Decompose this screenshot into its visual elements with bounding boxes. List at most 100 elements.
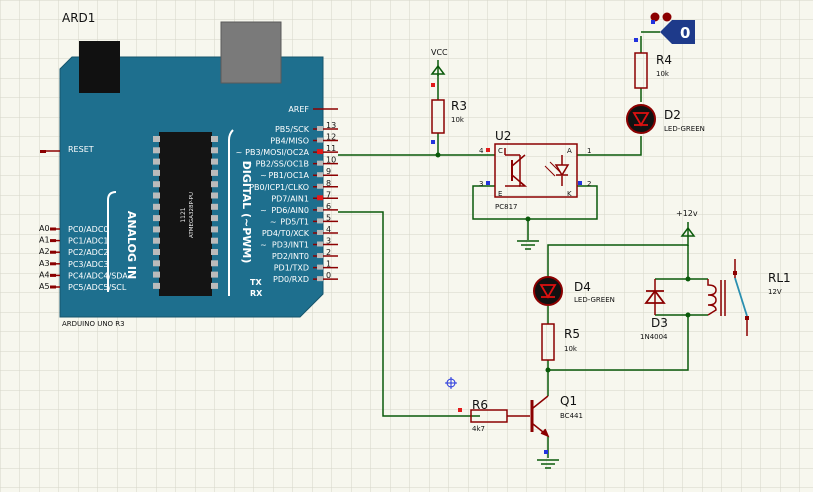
optocoupler-u2[interactable]: U2 PC817 4 3 1 2 C E A K — [479, 129, 591, 211]
arduino-board[interactable]: 1121 ATMEGA328P-PU ANALOG IN DIGITAL (~P… — [39, 21, 338, 318]
chip-pin-right — [211, 169, 218, 176]
chip-pin-left — [153, 181, 160, 188]
arduino-model: ARDUINO UNO R3 — [62, 320, 125, 328]
digital-pin-aref[interactable]: AREF — [288, 105, 338, 114]
analog-pin-name: PC0/ADC0 — [68, 225, 109, 234]
d4-value: LED-GREEN — [574, 296, 615, 304]
chip-pin-right — [211, 271, 218, 278]
digital-pin-name: PD1/TXD — [274, 264, 309, 273]
r6-ref: R6 — [472, 398, 488, 412]
pwm-tilde: ~ — [270, 217, 277, 226]
u2-ref: U2 — [495, 129, 511, 143]
chip-pin-left — [153, 158, 160, 165]
digital-pin-4[interactable]: 4 PD4/T0/XCK — [262, 225, 338, 238]
pwm-tilde: ~ — [260, 206, 267, 215]
reset-pin-marker — [40, 150, 46, 153]
digital-pin-name: AREF — [288, 105, 309, 114]
digital-bracket — [228, 129, 234, 296]
digital-pin-num: 4 — [326, 225, 331, 234]
u2-c: C — [498, 147, 503, 155]
d2-value: LED-GREEN — [664, 125, 705, 133]
pin-marker — [317, 172, 323, 178]
analog-pin-name: PC1/ADC1 — [68, 237, 109, 246]
q1-value: BC441 — [560, 412, 583, 420]
chip-pin-right — [211, 260, 218, 267]
resistor-r6[interactable]: R6 4k7 — [458, 398, 530, 433]
digital-pin-num: 2 — [326, 248, 331, 257]
pin-marker — [317, 253, 323, 259]
chip-pin-left — [153, 192, 160, 199]
power-terminal[interactable]: 0 — [650, 12, 696, 45]
r3-value: 10k — [451, 116, 465, 124]
digital-pin-8[interactable]: 8 PB0/ICP1/CLKO — [249, 179, 338, 192]
digital-pin-name: PD4/T0/XCK — [262, 229, 310, 238]
wire-pin7-r6 — [338, 211, 480, 417]
chip-pin-right — [211, 147, 218, 154]
led-d4[interactable]: D4 LED-GREEN — [533, 276, 615, 306]
chip-pin-left — [153, 271, 160, 278]
resistor-r5[interactable]: R5 10k — [541, 323, 580, 361]
wire-u2e-gnd — [472, 185, 529, 240]
u2-k: K — [567, 190, 572, 198]
transistor-q1[interactable]: Q1 BC441 — [530, 394, 583, 454]
tx-label: TX — [250, 278, 262, 287]
chip-pin-right — [211, 226, 218, 233]
u2-pin4: 4 — [479, 147, 484, 155]
pin-marker — [317, 264, 323, 270]
pin-marker — [317, 183, 323, 189]
q1-ref: Q1 — [560, 394, 577, 408]
supply-12v[interactable]: +12v — [676, 209, 698, 246]
digital-pin-0[interactable]: 0 PD0/RXD — [273, 271, 338, 284]
pin-marker — [317, 276, 323, 282]
r5-value: 10k — [564, 345, 578, 353]
u2-pin1: 1 — [587, 147, 591, 155]
digital-pin-name: PB5/SCK — [275, 125, 310, 134]
digital-pin-name: PB3/MOSI/OC2A — [245, 148, 309, 157]
digital-pin-name: PD0/RXD — [273, 275, 309, 284]
digital-pin-num: 0 — [326, 271, 331, 280]
digital-pin-num: 8 — [326, 179, 331, 188]
analog-in-label: ANALOG IN — [125, 211, 138, 279]
led-d2[interactable]: D2 LED-GREEN — [626, 104, 705, 134]
rl1-value: 12V — [768, 288, 782, 296]
chip-pin-right — [211, 282, 218, 289]
pwm-tilde: ~ — [245, 160, 252, 169]
wire-u2a-d2 — [577, 136, 642, 156]
chip-pin-left — [153, 215, 160, 222]
digital-pin-name: PB0/ICP1/CLKO — [249, 183, 309, 192]
relay-rl1[interactable]: RL1 12V — [707, 259, 791, 336]
pin-marker — [317, 241, 323, 247]
analog-pin-name: PC5/ADC5/SCL — [68, 283, 127, 292]
r4-value: 10k — [656, 70, 670, 78]
analog-pin-name: PC3/ADC3 — [68, 260, 109, 269]
chip-pin-left — [153, 226, 160, 233]
pin-marker — [317, 206, 323, 212]
r6-value: 4k7 — [472, 425, 485, 433]
vcc-label: VCC — [431, 48, 448, 57]
digital-pin-num: 11 — [326, 144, 336, 153]
vcc-symbol[interactable]: VCC — [430, 48, 448, 76]
diode-d3[interactable]: D3 1N4004 — [640, 279, 668, 341]
ground-u2 — [517, 240, 539, 250]
resistor-r4[interactable]: R4 10k — [634, 38, 672, 89]
resistor-r3[interactable]: R3 10k — [431, 83, 467, 144]
